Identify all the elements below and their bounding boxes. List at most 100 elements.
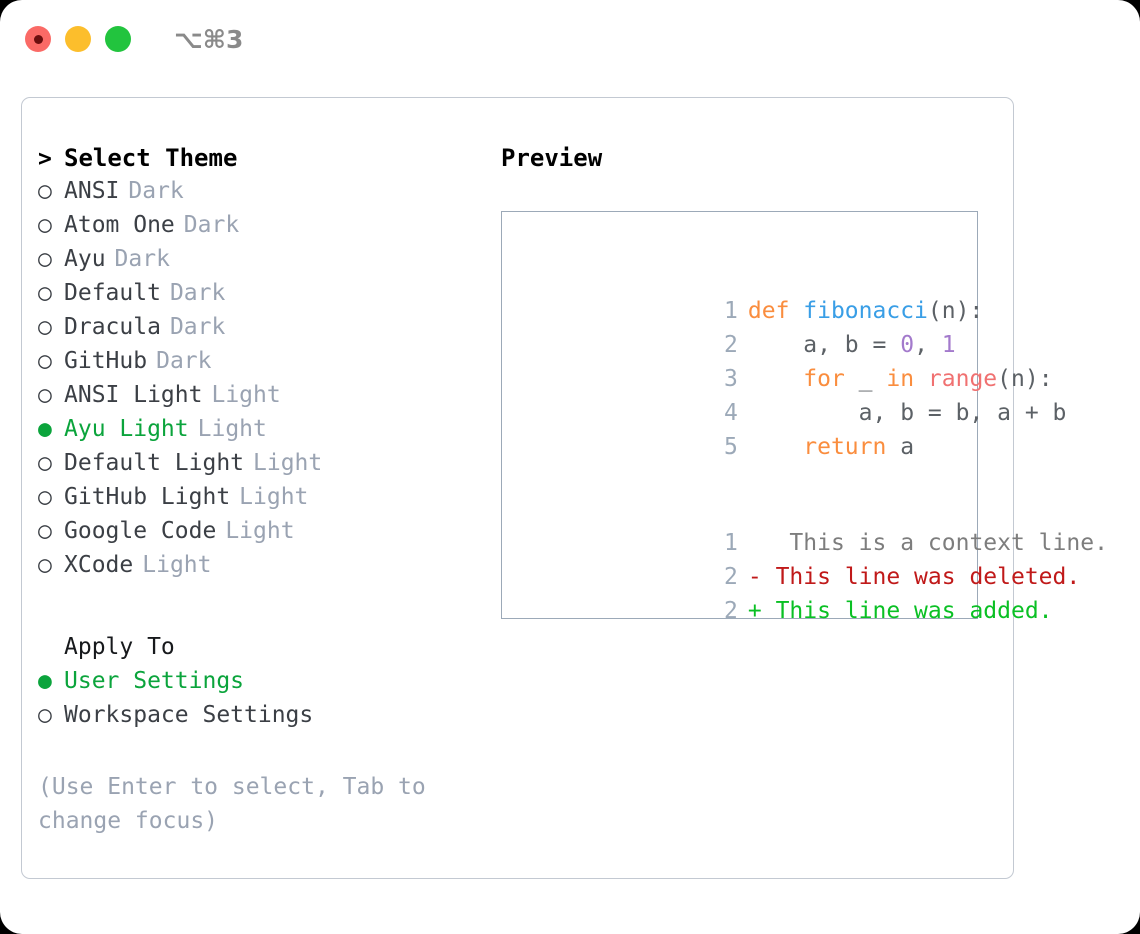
- code-token: fibonacci: [803, 298, 928, 324]
- code-line: 1 def fibonacci(n):: [520, 260, 983, 324]
- theme-option-label: Dracula: [64, 314, 161, 340]
- code-token: (n):: [997, 366, 1053, 392]
- radio-unselected-icon[interactable]: ○: [38, 518, 52, 544]
- code-token: 1: [941, 332, 956, 358]
- code-token: a, b =: [747, 332, 901, 358]
- prompt-caret-icon: >: [38, 146, 52, 172]
- radio-unselected-icon[interactable]: ○: [38, 450, 52, 476]
- apply-to-option-label: Workspace Settings: [64, 702, 314, 728]
- radio-unselected-icon[interactable]: ○: [38, 178, 52, 204]
- diff-sign: [748, 530, 762, 556]
- apply-to-option-workspace-settings[interactable]: ○ Workspace Settings: [38, 702, 483, 736]
- theme-option-label: Default Light: [64, 450, 245, 476]
- theme-option-label: ANSI: [64, 178, 120, 204]
- theme-option-variant: Dark: [128, 178, 184, 204]
- line-number: 1: [724, 530, 738, 556]
- apply-to-option-label: User Settings: [64, 668, 245, 694]
- theme-option-xcode[interactable]: ○ XCode Light: [38, 552, 483, 586]
- radio-unselected-icon[interactable]: ○: [38, 702, 52, 728]
- theme-option-ansi[interactable]: ○ ANSI Dark: [38, 178, 483, 212]
- theme-option-variant: Light: [253, 450, 323, 476]
- theme-option-variant: Dark: [156, 348, 212, 374]
- code-token: 0: [900, 332, 915, 358]
- theme-option-github-light[interactable]: ○ GitHub Light Light: [38, 484, 483, 518]
- radio-unselected-icon[interactable]: ○: [38, 348, 52, 374]
- apply-to-option-user-settings[interactable]: ● User Settings: [38, 668, 483, 702]
- code-token: [748, 366, 803, 392]
- diff-line-context: 1 This is a context line.: [520, 492, 1108, 556]
- theme-option-ayu[interactable]: ○ Ayu Dark: [38, 246, 483, 280]
- line-number: 2: [724, 598, 738, 624]
- theme-option-variant: Dark: [183, 212, 240, 238]
- diff-sign: -: [747, 564, 762, 590]
- line-number: 1: [724, 298, 738, 324]
- apply-to-title: Apply To: [64, 634, 175, 660]
- theme-option-ayu-light[interactable]: ● Ayu Light Light: [38, 416, 483, 450]
- code-token: a: [886, 434, 915, 460]
- diff-line-added: 2 + This line was added.: [520, 560, 1053, 624]
- keyboard-hint-text: (Use Enter to select, Tab to change focu…: [38, 774, 440, 834]
- minimize-button-icon[interactable]: [65, 26, 91, 52]
- diff-sign: +: [747, 598, 762, 624]
- theme-option-variant: Dark: [169, 314, 226, 340]
- theme-picker-header: > Select Theme: [38, 144, 483, 178]
- theme-option-google-code[interactable]: ○ Google Code Light: [38, 518, 483, 552]
- theme-picker-title: Select Theme: [64, 144, 238, 172]
- theme-option-label: Default: [64, 280, 161, 306]
- theme-option-variant: Light: [239, 484, 309, 510]
- diff-text: This is a context line.: [761, 530, 1108, 556]
- code-token: a, b = b, a + b: [747, 400, 1067, 426]
- theme-option-variant: Light: [142, 552, 212, 578]
- keyboard-shortcut-label: ⌥⌘3: [174, 24, 244, 54]
- line-number: 4: [724, 400, 738, 426]
- diff-text: This line was added.: [761, 598, 1053, 624]
- code-token: return: [803, 434, 887, 460]
- theme-option-dracula[interactable]: ○ Dracula Dark: [38, 314, 483, 348]
- theme-option-default-light[interactable]: ○ Default Light Light: [38, 450, 483, 484]
- code-line: 3 for _ in range(n):: [520, 328, 1053, 392]
- code-token: in: [886, 366, 915, 392]
- theme-option-label: XCode: [64, 552, 134, 578]
- radio-unselected-icon[interactable]: ○: [38, 552, 52, 578]
- radio-unselected-icon[interactable]: ○: [38, 280, 52, 306]
- line-number: 2: [724, 564, 738, 590]
- code-token: _: [844, 366, 887, 392]
- theme-option-label: Ayu Light: [64, 416, 189, 442]
- radio-unselected-icon[interactable]: ○: [38, 246, 52, 272]
- radio-unselected-icon[interactable]: ○: [38, 212, 52, 238]
- code-token: def: [747, 298, 804, 324]
- radio-selected-icon[interactable]: ●: [38, 668, 52, 694]
- theme-option-variant: Light: [197, 416, 267, 442]
- diff-line-deleted: 2- This line was deleted.: [520, 526, 1080, 590]
- preview-title: Preview: [501, 144, 603, 172]
- radio-unselected-icon[interactable]: ○: [38, 484, 52, 510]
- close-button-icon[interactable]: [25, 26, 51, 52]
- theme-option-ansi-light[interactable]: ○ ANSI Light Light: [38, 382, 483, 416]
- theme-option-default[interactable]: ○ Default Dark: [38, 280, 483, 314]
- code-token: ,: [914, 332, 942, 358]
- title-bar: ⌥⌘3: [0, 0, 1140, 78]
- diff-text: This line was deleted.: [761, 564, 1081, 590]
- theme-option-label: Atom One: [64, 212, 175, 238]
- radio-selected-icon[interactable]: ●: [38, 416, 52, 442]
- code-token: range: [927, 366, 998, 392]
- theme-option-atom-one[interactable]: ○ Atom One Dark: [38, 212, 483, 246]
- theme-option-label: Google Code: [64, 518, 217, 544]
- code-token: (n):: [927, 298, 984, 324]
- maximize-button-icon[interactable]: [105, 26, 131, 52]
- radio-unselected-icon[interactable]: ○: [38, 314, 52, 340]
- theme-option-github[interactable]: ○ GitHub Dark: [38, 348, 483, 382]
- code-line: 5 return a: [520, 396, 971, 460]
- theme-option-variant: Light: [211, 382, 281, 408]
- radio-unselected-icon[interactable]: ○: [38, 382, 52, 408]
- code-token: [748, 434, 803, 460]
- theme-option-label: GitHub: [64, 348, 148, 374]
- line-number: 5: [724, 434, 738, 460]
- theme-option-variant: Light: [225, 518, 295, 544]
- theme-option-label: GitHub Light: [64, 484, 231, 510]
- code-line: 4 a, b = b, a + b: [520, 362, 1066, 426]
- theme-option-variant: Dark: [169, 280, 226, 306]
